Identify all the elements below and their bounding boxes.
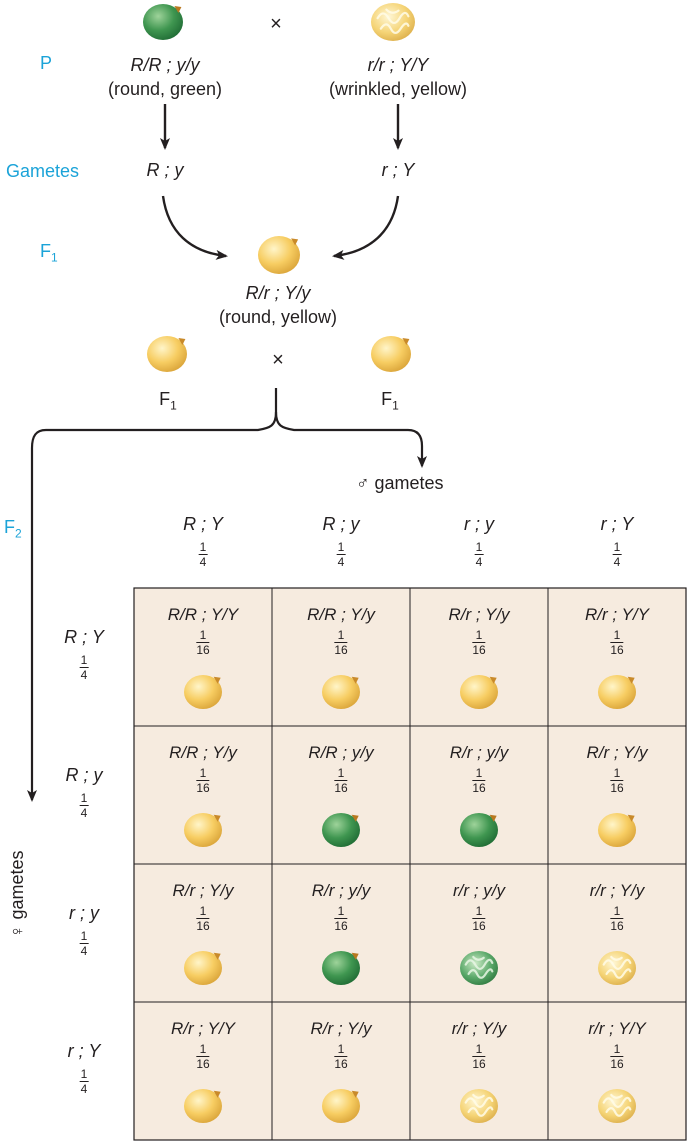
parental-label: P [40, 53, 53, 73]
pea-round-green-icon [322, 951, 360, 985]
f1-cross-left-label: F1 [159, 389, 177, 413]
male-gamete-label: r ; Y [600, 514, 634, 534]
pea-round-yellow-icon [322, 1089, 360, 1123]
punnett-cell-genotype: r/r ; Y/y [451, 1019, 507, 1038]
pea-wrinkled-green-icon [460, 951, 498, 985]
f1-cross-right-label: F1 [381, 389, 399, 413]
punnett-cell-genotype: R/r ; Y/y [310, 1019, 372, 1038]
pea-f1-right-icon [371, 336, 411, 372]
pea-round-yellow-icon [184, 813, 222, 847]
male-gamete-label: r ; y [464, 514, 494, 534]
pea-round-yellow-icon [184, 1089, 222, 1123]
f1-cross-symbol: × [272, 349, 284, 371]
punnett-cell-genotype: R/r ; y/y [311, 881, 371, 900]
punnett-cell-genotype: R/R ; Y/y [307, 605, 375, 624]
pea-round-yellow-icon [184, 951, 222, 985]
punnett-cell-genotype: r/r ; Y/y [589, 881, 645, 900]
punnett-cell-genotype: R/r ; Y/y [586, 743, 648, 762]
male-gametes-heading: ♂ gametes [356, 473, 444, 493]
punnett-cell-genotype: R/r ; Y/Y [171, 1019, 235, 1038]
f1-genotype: R/r ; Y/y [245, 283, 311, 303]
pea-round-green-icon [322, 813, 360, 847]
punnett-cell-genotype: R/r ; Y/Y [585, 605, 649, 624]
parental-right-genotype: r/r ; Y/Y [367, 55, 429, 75]
punnett-cell-genotype: R/R ; Y/y [169, 743, 237, 762]
punnett-cell-genotype: R/R ; Y/Y [167, 605, 239, 624]
punnett-cell-genotype: R/r ; Y/y [172, 881, 234, 900]
female-gamete-label: r ; y [69, 903, 99, 923]
pea-f1-left-icon [147, 336, 187, 372]
gamete-right: r ; Y [381, 160, 415, 180]
female-gamete-label: R ; y [65, 765, 103, 785]
f2-brace [27, 388, 278, 802]
male-symbol-icon: ♂ [356, 473, 370, 493]
pea-f1-icon [258, 236, 300, 274]
pea-round-yellow-icon [322, 675, 360, 709]
f1-phenotype: (round, yellow) [218, 307, 338, 327]
pea-round-yellow-icon [598, 813, 636, 847]
pea-round-yellow-icon [184, 675, 222, 709]
pea-round-green-icon [143, 4, 183, 40]
pea-wrinkled-yellow-icon [371, 3, 415, 41]
pea-round-green-icon [460, 813, 498, 847]
parental-right-phenotype: (wrinkled, yellow) [328, 79, 468, 99]
punnett-cell-genotype: R/R ; y/y [308, 743, 374, 762]
female-symbol-icon: ♀ [7, 924, 27, 939]
f2-brace-right [274, 411, 427, 468]
pea-wrinkled-yellow-icon [598, 951, 636, 985]
punnett-cell-genotype: R/r ; y/y [449, 743, 509, 762]
parental-cross-symbol: × [270, 13, 282, 35]
arrow-gamete-right [332, 195, 400, 260]
parental-left-genotype: R/R ; y/y [130, 55, 200, 75]
parental-left-phenotype: (round, green) [107, 79, 223, 99]
female-gamete-label: R ; Y [64, 627, 104, 647]
pea-round-yellow-icon [598, 675, 636, 709]
f2-label: F2 [4, 517, 22, 541]
male-gamete-label: R ; Y [183, 514, 223, 534]
punnett-cell-genotype: r/r ; y/y [453, 881, 505, 900]
pea-round-yellow-icon [460, 675, 498, 709]
pea-wrinkled-yellow-icon [460, 1089, 498, 1123]
punnett-cell-genotype: r/r ; Y/Y [588, 1019, 646, 1038]
arrow-gamete-left [161, 195, 228, 260]
female-gamete-label: r ; Y [67, 1041, 101, 1061]
male-gamete-label: R ; y [322, 514, 360, 534]
gamete-left: R ; y [146, 160, 184, 180]
pea-wrinkled-yellow-icon [598, 1089, 636, 1123]
f1-label: F1 [40, 241, 58, 265]
punnett-cell-genotype: R/r ; Y/y [448, 605, 510, 624]
gametes-row-label: Gametes [6, 161, 80, 181]
female-gametes-heading: ♀ gametes [7, 850, 27, 939]
